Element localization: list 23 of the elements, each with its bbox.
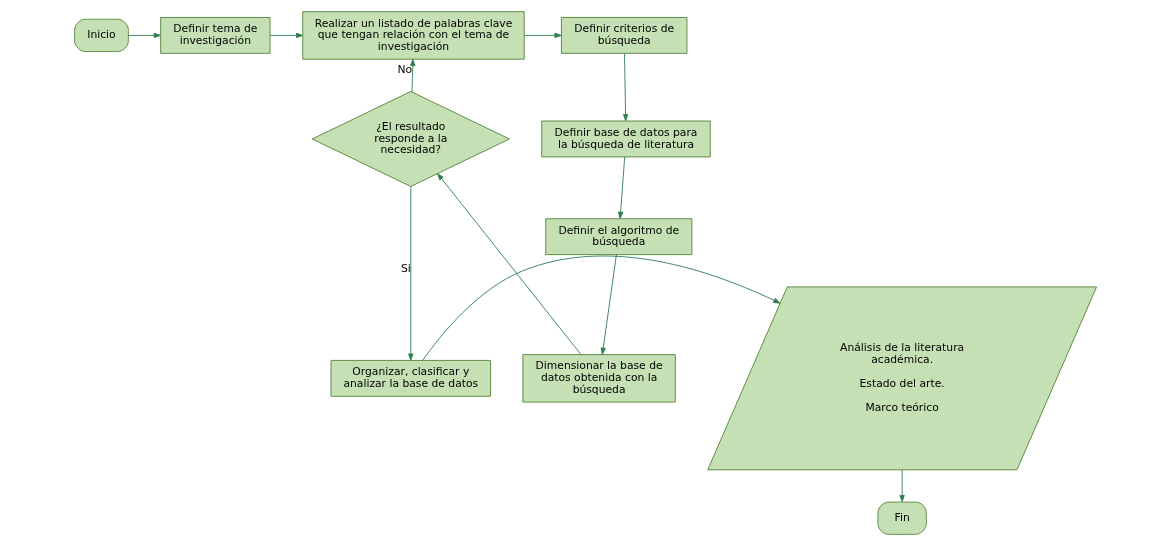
arrow (410, 58, 416, 93)
arrow (617, 156, 626, 219)
node-box: Definir base de datos para la búsqueda de literatura (541, 120, 711, 158)
node-diamond: ¿El resultado responde a la necesidad? (311, 91, 510, 187)
arrow (622, 53, 629, 122)
node-box: Realizar un listado de palabras clave que tengan relación con el tema de investigación (302, 11, 525, 60)
node-box: Definir tema de investigación (160, 17, 271, 54)
arrow (408, 186, 414, 361)
arrow (899, 469, 905, 503)
node-box: Inicio (74, 18, 129, 52)
edge-label: No (397, 62, 413, 76)
arrow (269, 32, 304, 39)
arrow (128, 32, 161, 39)
arrow (524, 32, 562, 39)
arrow (422, 255, 781, 361)
arrow (600, 254, 617, 355)
node-box: Organizar, clasificar y analizar la base de datos (330, 359, 492, 397)
node-box: Definir el algoritmo de búsqueda (545, 218, 693, 256)
node-box: Definir criterios de búsqueda (561, 17, 688, 54)
arrow (437, 173, 582, 355)
edge-label: Si (400, 261, 411, 275)
node-box: Dimensionar la base de datos obtenida con la búsqueda (522, 354, 676, 403)
node-box: Fin (877, 501, 927, 535)
